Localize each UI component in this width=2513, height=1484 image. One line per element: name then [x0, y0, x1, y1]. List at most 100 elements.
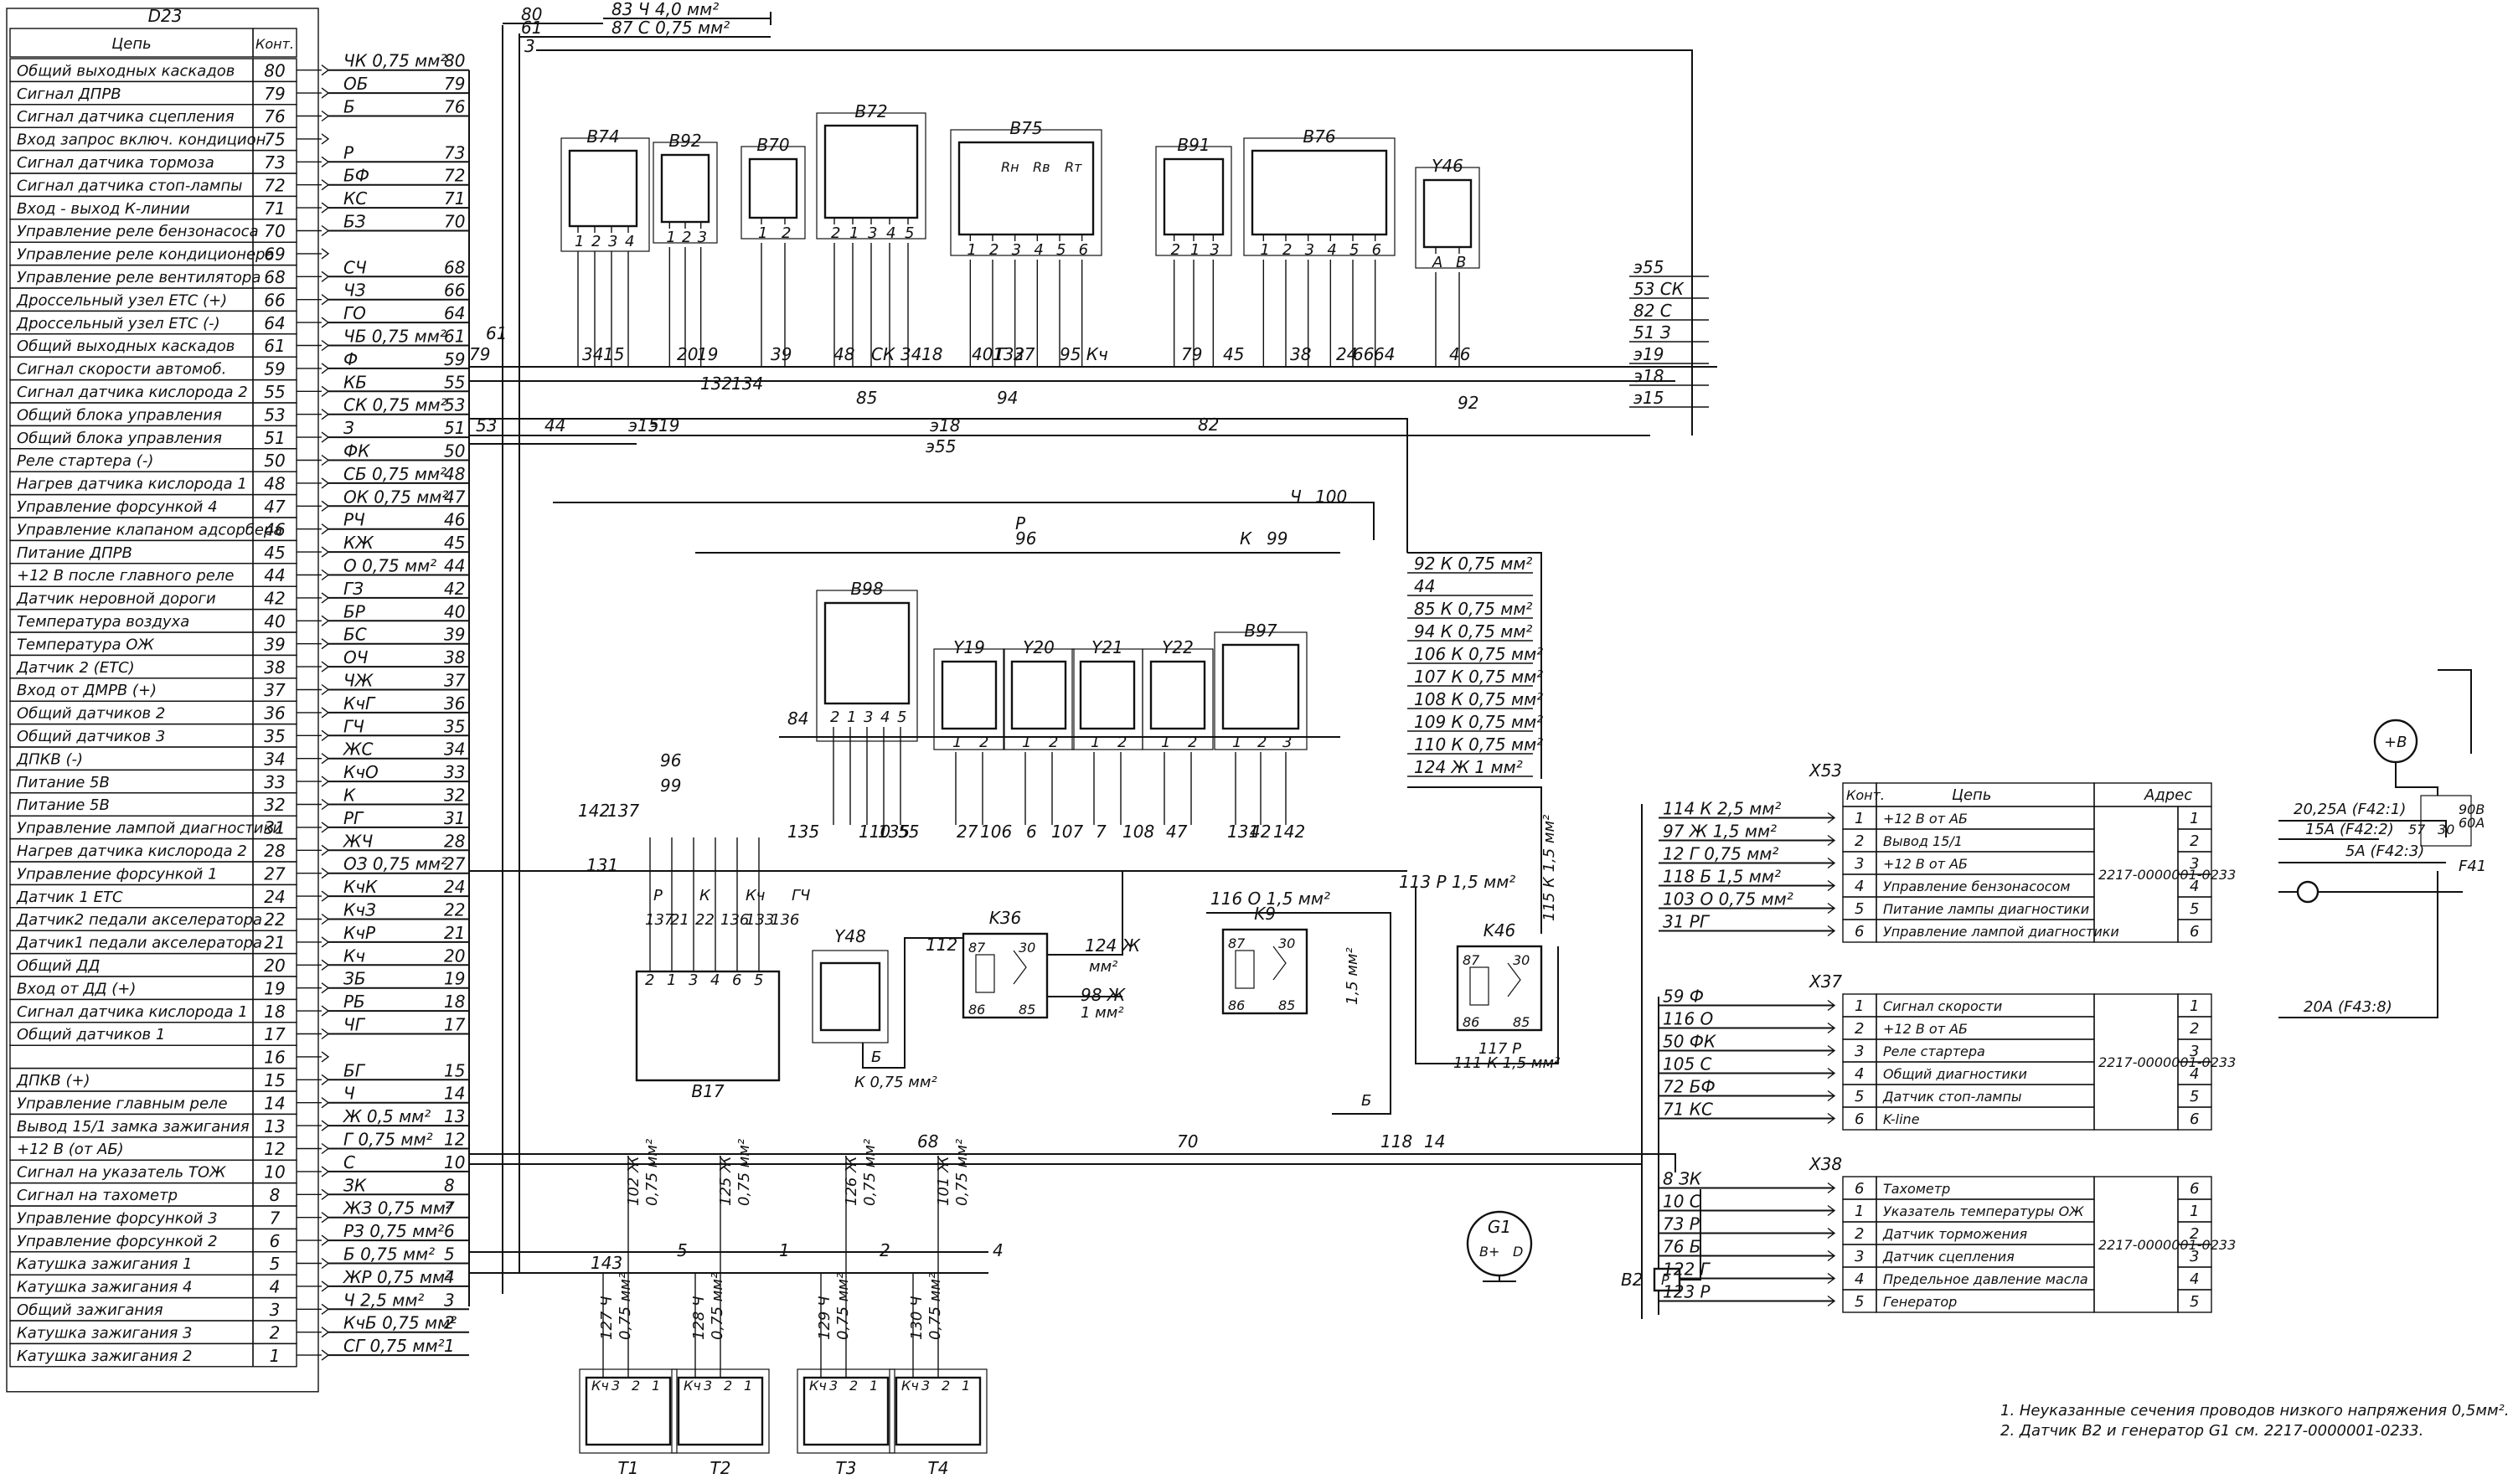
d23-wire-num: 5 — [444, 1244, 455, 1265]
d23-row-pin: 45 — [264, 543, 285, 563]
d23-wire-num: 28 — [444, 831, 465, 851]
k36 — [962, 932, 1049, 1019]
x53-apin: 4 — [2190, 878, 2199, 895]
x37-address: 2217-0000001-0233 — [2098, 1054, 2236, 1070]
x38-wire-label: 76 Б — [1663, 1237, 1701, 1257]
sensor-connector-frame — [1003, 648, 1075, 750]
d23-wire-num: 50 — [444, 441, 465, 461]
coil-pin: 3 — [921, 1378, 930, 1394]
d23-wire-color: КчЗ — [343, 900, 376, 920]
b98-pin: 4 — [880, 709, 890, 726]
b72-pin: 3 — [868, 224, 877, 242]
wire-number-bottom-row: 55 — [898, 822, 919, 842]
right-bus-label: 92 К 0,75 мм² — [1414, 554, 1532, 574]
x53-name: Вывод 15/1 — [1883, 833, 1963, 849]
fuse-label: 20,25А (F42:1) — [2294, 801, 2406, 818]
d23-wire-color: БФ — [343, 166, 369, 186]
f41-box — [2420, 795, 2472, 847]
d23-wire-num: 66 — [444, 281, 465, 301]
k46-contact — [1507, 962, 1521, 997]
f41-title: F41 — [2459, 858, 2486, 875]
b17 — [635, 970, 781, 1082]
d23-pin-arrow — [321, 1074, 330, 1085]
e-label: э15 — [1633, 388, 1664, 408]
g1 — [1466, 1210, 1533, 1277]
sensor-connector-frame — [560, 137, 650, 252]
d23-wire-num: 13 — [444, 1106, 465, 1126]
d23-pin-arrow — [321, 385, 330, 397]
d23-wire-color: ОК 0,75 мм² — [343, 487, 448, 507]
d23-row-name: Сигнал датчика сцепления — [17, 108, 235, 126]
d23-pin-arrow — [321, 1097, 330, 1109]
wire-number-row1: 18 — [921, 344, 942, 364]
wire-number-row1: 38 — [1290, 344, 1311, 364]
d23-wire-num: 12 — [444, 1130, 465, 1150]
wire-number-left-mid: 142 — [578, 801, 610, 821]
coil-pin: 2 — [724, 1378, 732, 1394]
b75-resistor-label: Rт — [1065, 159, 1082, 175]
d23-wire-color: К — [343, 786, 356, 806]
d23-row-pin: 38 — [264, 657, 285, 678]
d23-pin-arrow — [321, 271, 330, 282]
x38-name: Предельное давление масла — [1883, 1271, 2088, 1287]
d23-row-pin: 51 — [264, 428, 285, 448]
b2-lead — [1680, 1189, 1701, 1280]
sensor-connector-frame — [816, 112, 926, 240]
d23-wire-num: 64 — [444, 303, 465, 323]
bottom-bus-label: 1 — [779, 1240, 790, 1260]
b74 — [568, 149, 638, 228]
d23-row-name: Дроссельный узел ЕТС (+) — [16, 291, 227, 309]
x38-arrow — [1827, 1272, 1836, 1285]
x38-title: X38 — [1809, 1154, 1842, 1174]
x53-pin: 4 — [1855, 878, 1864, 895]
b72-pin: 2 — [831, 224, 840, 242]
d23-row-pin: 3 — [270, 1300, 281, 1320]
d23-pin-arrow — [321, 890, 330, 902]
b17-pin: 6 — [732, 971, 741, 989]
b74-pin: 4 — [625, 233, 634, 250]
b92-pin: 1 — [666, 229, 675, 246]
d23-pin-arrow — [321, 1005, 330, 1017]
x53-pin: 5 — [1855, 900, 1864, 918]
d23-wire-num: 72 — [444, 166, 465, 186]
x37-pin: 6 — [1855, 1110, 1864, 1128]
x38-address: 2217-0000001-0233 — [2098, 1237, 2236, 1253]
coil-wire-up-sec: 0,75 мм² — [861, 1139, 879, 1206]
d23-row-pin: 40 — [264, 611, 285, 631]
x53-name: Управление бензонасосом — [1883, 879, 2070, 894]
d23-wire-color: БР — [343, 601, 366, 621]
d23-row-pin: 48 — [264, 474, 285, 494]
wire-number-row1: СК — [871, 344, 895, 364]
e-label: э18 — [1633, 366, 1664, 386]
d23-pin-arrow — [321, 1280, 330, 1292]
d23-wire-color: ОЗ 0,75 мм² — [343, 854, 447, 874]
k36-wire: 98 Ж — [1081, 985, 1127, 1005]
d23-wire-color: СК 0,75 мм² — [343, 395, 447, 415]
d23-wire-color: РГ — [343, 808, 364, 828]
d23-row-pin: 24 — [264, 887, 285, 907]
x38-addr-cell — [2093, 1176, 2179, 1313]
coil-pin: 1 — [744, 1378, 752, 1394]
x38-apin: 1 — [2190, 1203, 2199, 1220]
b17-wire-num: 136 — [771, 911, 799, 929]
k9-wire: 1,5 мм² — [1344, 947, 1361, 1005]
d23-row-name: Сигнал датчика стоп-лампы — [17, 177, 242, 194]
top-wire-83 — [603, 12, 771, 25]
d23-row-pin: 76 — [264, 106, 285, 126]
trunk-96 — [553, 502, 1375, 540]
d23-row-name: Нагрев датчика кислорода 1 — [17, 476, 247, 493]
wire-number-bottom-row: 108 — [1122, 822, 1154, 842]
d23-wire-num: 59 — [444, 349, 465, 369]
coil-wire-up: 102 Ж — [625, 1156, 642, 1206]
right-bus-label: 94 К 0,75 мм² — [1414, 621, 1532, 642]
d23-row-pin: 79 — [264, 84, 285, 104]
b72-pin: 1 — [849, 224, 859, 242]
coil-t2 — [677, 1376, 764, 1446]
wire-number-row1: 19 — [697, 344, 718, 364]
d23-wire-color: ЧБ 0,75 мм² — [343, 327, 446, 347]
x38-apin: 5 — [2190, 1293, 2199, 1311]
top-wire-label: 87 С 0,75 мм² — [611, 18, 730, 38]
b76-pin: 3 — [1305, 241, 1314, 259]
d23-wire-num: 6 — [444, 1221, 455, 1241]
d23-pin-arrow — [321, 822, 330, 833]
